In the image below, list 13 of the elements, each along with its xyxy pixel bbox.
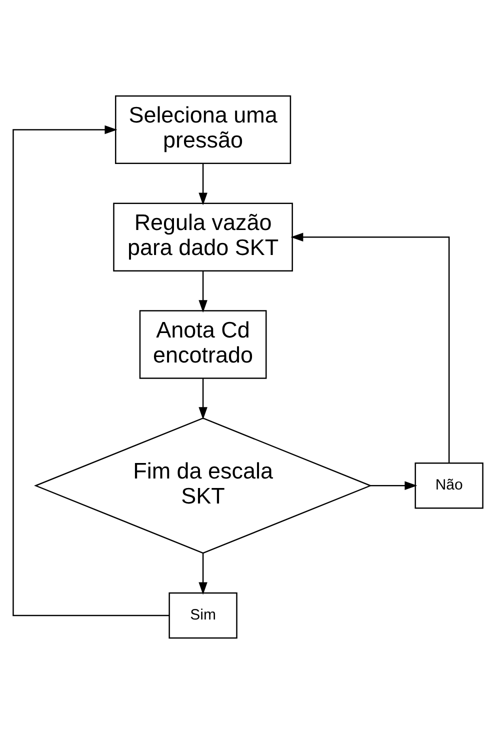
node-box: Anota Cd encotrado bbox=[139, 310, 267, 379]
arrow bbox=[370, 481, 418, 490]
arrow bbox=[198, 378, 208, 420]
arrow bbox=[198, 271, 208, 313]
node-box: Seleciona uma pressão bbox=[115, 95, 292, 164]
arrow bbox=[12, 125, 170, 616]
node-box: Sim bbox=[168, 592, 238, 639]
arrow bbox=[198, 553, 208, 595]
node-diamond: Fim da escala SKT bbox=[34, 418, 372, 554]
arrow bbox=[290, 232, 450, 464]
node-box: Regula vazão para dado SKT bbox=[113, 202, 293, 272]
node-box: Não bbox=[414, 462, 484, 509]
arrow bbox=[198, 164, 208, 206]
